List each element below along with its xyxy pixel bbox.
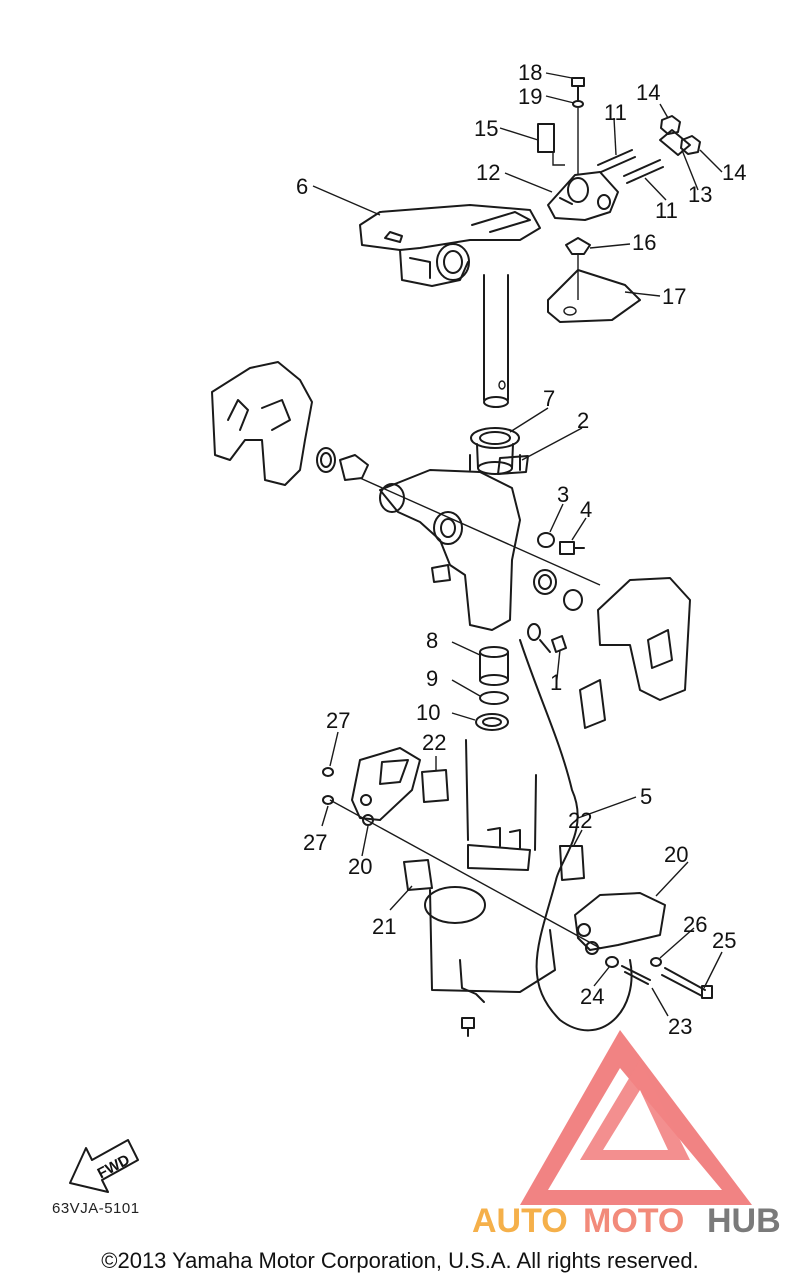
driveshaft-housing [424,739,556,993]
seal [475,713,509,731]
wordmark-auto: AUTO [472,1202,568,1240]
callout-8: 8 [426,628,438,653]
callout-14-right: 14 [722,160,746,185]
hardware [322,767,713,999]
ground-terminal [527,623,567,653]
friction-plate-assembly [537,77,701,323]
callout-9: 9 [426,666,438,691]
bushing [470,427,520,475]
callout-27-top: 27 [326,708,350,733]
callout-22-bottom: 22 [568,808,592,833]
callout-24: 24 [580,984,604,1009]
callout-4: 4 [580,497,592,522]
callout-22-top: 22 [422,730,446,755]
collar [537,532,555,548]
mount-axis-line [329,799,601,949]
bottom-screw [461,1017,475,1037]
automotohub-logo [520,1030,752,1205]
callout-14-top: 14 [636,80,660,105]
callout-2: 2 [577,408,589,433]
copyright-notice: ©2013 Yamaha Motor Corporation, U.S.A. A… [101,1248,699,1273]
callout-11-top: 11 [604,100,627,125]
bolt [559,541,585,555]
callout-16: 16 [632,230,656,255]
rubber-mount [403,769,585,891]
steering-bracket [359,204,541,287]
callout-6: 6 [296,174,308,199]
callout-3: 3 [557,482,569,507]
automotohub-wordmark: AUTO MOTO HUB [472,1202,781,1240]
callout-17: 17 [662,284,686,309]
callout-25: 25 [712,928,736,953]
thrust-plate [497,455,529,475]
callout-5: 5 [640,784,652,809]
diagram-code: 63VJA-5101 [52,1200,140,1217]
callout-10: 10 [416,700,440,725]
clamp-bracket-right [579,577,691,729]
steering-shaft [483,274,509,408]
wordmark-hub: HUB [707,1202,781,1240]
callout-26: 26 [683,912,707,937]
callout-20-right: 20 [664,842,688,867]
callout-15: 15 [474,116,498,141]
plate [479,691,509,705]
callout-labels: 18 19 15 11 14 12 13 14 11 6 16 17 7 2 3… [296,60,746,1039]
callout-11-bottom: 11 [655,198,678,223]
wordmark-moto: MOTO [583,1202,684,1240]
ground-lead [519,639,633,1032]
fwd-arrow-icon: FWD [69,1139,139,1193]
lower-mount-bracket-right [574,892,666,955]
callout-18: 18 [518,60,542,85]
collar-right [533,569,583,611]
callout-7: 7 [543,386,555,411]
collar-left [316,447,369,481]
lower-mount-bracket-left [351,747,421,826]
callout-13: 13 [688,182,712,207]
callout-20-left: 20 [348,854,372,879]
callout-21: 21 [372,914,396,939]
callout-19: 19 [518,84,542,109]
clamp-bracket-left [211,361,313,486]
upper-mount [479,646,509,686]
leader-lines [312,72,723,1017]
callout-27-bottom: 27 [303,830,327,855]
callout-12: 12 [476,160,500,185]
callout-23: 23 [668,1014,692,1039]
callout-1: 1 [550,670,562,695]
